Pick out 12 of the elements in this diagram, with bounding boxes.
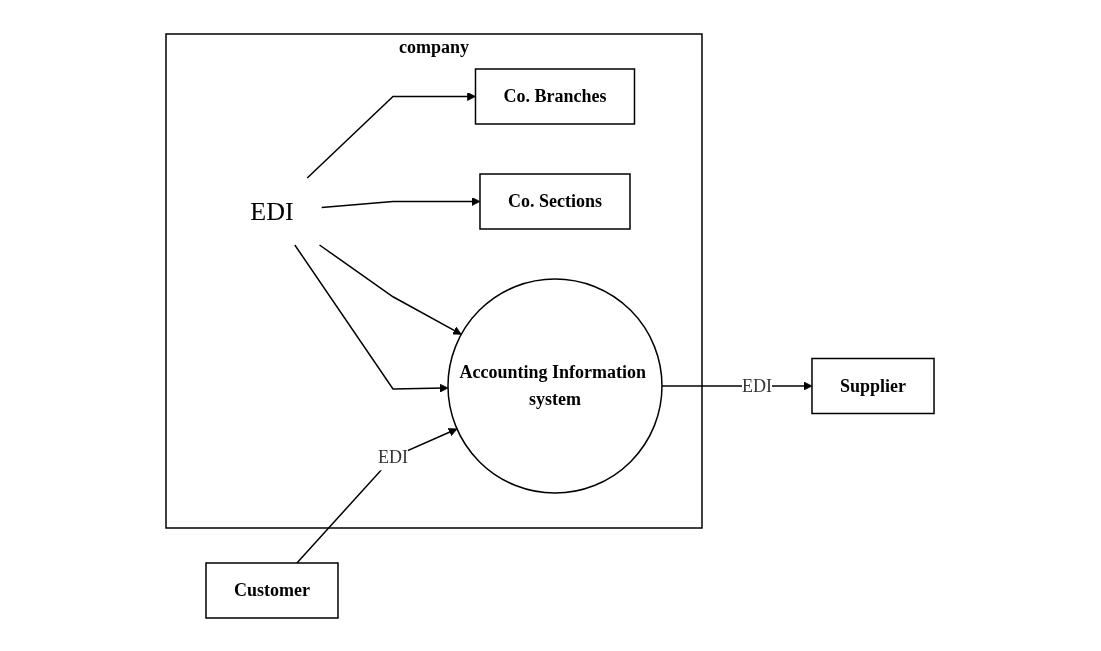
node-circle: Accounting Information system <box>447 277 664 494</box>
node-box: Supplier <box>811 357 936 414</box>
arrow <box>294 243 449 393</box>
arrow <box>321 196 481 208</box>
node-box: Co. Branches <box>475 67 636 125</box>
node-box: Customer <box>205 561 340 619</box>
node-text: EDI <box>250 196 295 226</box>
edge-label: EDI <box>378 446 409 466</box>
edge-label: EDI <box>742 375 773 395</box>
arrow <box>296 427 458 564</box>
arrow <box>319 243 463 335</box>
node-box: Co. Sections <box>479 172 632 230</box>
